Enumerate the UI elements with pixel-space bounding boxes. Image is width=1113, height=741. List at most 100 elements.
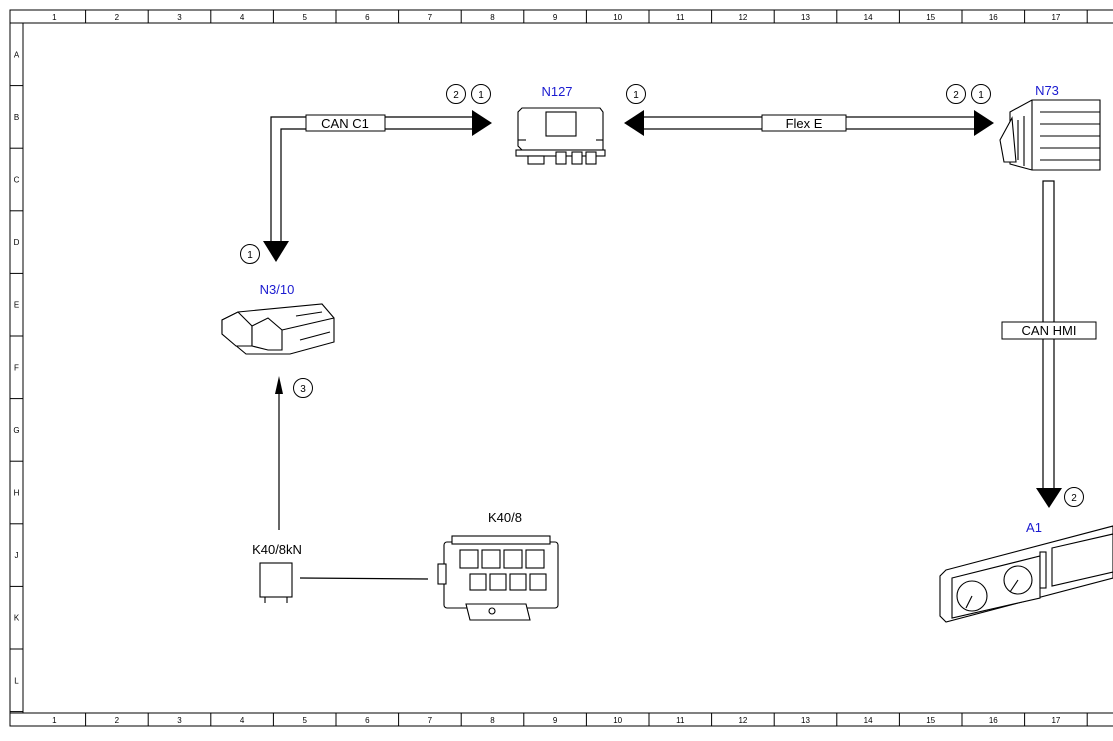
grid-column-label: 11 (676, 13, 685, 22)
arrow-to-n3-10-icon (263, 241, 289, 262)
flex-e-label-box (761, 114, 847, 132)
can-hmi-connection[interactable]: CAN HMI (1001, 180, 1097, 508)
grid-column-label: 2 (115, 13, 120, 22)
grid-column-label: 12 (738, 716, 747, 725)
grid-column-label: 16 (989, 716, 998, 725)
grid-column-label: 10 (613, 13, 622, 22)
grid-column-label: 16 (989, 13, 998, 22)
k40-8kn-to-n3-10-line[interactable] (275, 376, 283, 530)
flex-e-connection[interactable]: Flex E (624, 110, 994, 136)
k40-8-label: K40/8 (488, 510, 522, 525)
grid-column-label: 4 (240, 13, 245, 22)
grid-column-label: 3 (177, 716, 182, 725)
component-k40-8kn[interactable]: K40/8kN (252, 542, 302, 603)
flex-e-label: Flex E (786, 116, 823, 131)
a1-label: A1 (1026, 520, 1042, 535)
grid-rows-left: A B C D E F G H J K L (10, 50, 23, 713)
grid-column-label: 13 (801, 13, 810, 22)
a1-instrument-cluster-icon (939, 525, 1113, 623)
n3-10-module-icon (221, 303, 335, 355)
marker-n127-left-1: 1 (471, 84, 491, 104)
can-c1-label: CAN C1 (321, 116, 369, 131)
svg-text:2: 2 (453, 90, 459, 101)
n127-module-icon (515, 107, 606, 165)
arrow-to-n127-right-icon (624, 110, 644, 136)
grid-row-label: L (14, 676, 19, 685)
grid-column-label: 7 (428, 716, 433, 725)
svg-text:1: 1 (247, 250, 253, 261)
grid-row-label: F (14, 363, 19, 372)
marker-n127-left-2: 2 (446, 84, 466, 104)
grid-column-label: 2 (115, 716, 120, 725)
grid-column-label: 17 (1051, 716, 1060, 725)
svg-text:2: 2 (953, 90, 959, 101)
component-a1[interactable]: A1 (939, 520, 1113, 623)
grid-row-label: G (13, 426, 19, 435)
grid-column-label: 8 (490, 13, 495, 22)
grid-column-label: 1 (52, 13, 57, 22)
arrow-to-a1-icon (1036, 488, 1062, 508)
grid-row-label: H (14, 489, 20, 498)
n73-label: N73 (1035, 83, 1059, 98)
can-hmi-label: CAN HMI (1022, 323, 1077, 338)
grid-column-label: 15 (926, 13, 935, 22)
grid-column-label: 14 (864, 716, 873, 725)
grid-row-label: K (14, 614, 20, 623)
svg-text:3: 3 (300, 384, 306, 395)
component-k40-8[interactable]: K40/8 (437, 510, 559, 621)
arrow-to-n73-icon (974, 110, 994, 136)
grid-column-label: 3 (177, 13, 182, 22)
can-c1-label-box (305, 114, 386, 132)
grid-row-label: B (14, 113, 19, 122)
grid-column-label: 5 (302, 13, 307, 22)
marker-n3-10-bottom-3: 3 (293, 378, 313, 398)
grid-column-label: 14 (864, 13, 873, 22)
arrow-to-n127-icon (472, 110, 492, 136)
svg-text:1: 1 (633, 90, 639, 101)
n73-module-icon (999, 99, 1101, 171)
component-n73[interactable]: N73 (999, 83, 1101, 171)
marker-n127-right-1: 1 (626, 84, 646, 104)
drawing-frame (9, 9, 1113, 727)
grid-row-label: E (14, 301, 19, 310)
component-n127[interactable]: N127 (515, 84, 606, 165)
arrow-up-icon (275, 376, 283, 394)
grid-column-label: 9 (553, 13, 558, 22)
grid-column-label: 4 (240, 716, 245, 725)
svg-text:1: 1 (978, 90, 984, 101)
grid-column-label: 12 (738, 13, 747, 22)
n127-label: N127 (541, 84, 572, 99)
grid-column-label: 8 (490, 716, 495, 725)
svg-text:2: 2 (1071, 493, 1077, 504)
marker-a1-2: 2 (1064, 487, 1084, 507)
grid-row-label: J (15, 551, 19, 560)
component-n3-10[interactable]: N3/10 (221, 282, 335, 355)
grid-column-label: 17 (1051, 13, 1060, 22)
grid-column-label: 11 (676, 716, 685, 725)
marker-n3-10-top-1: 1 (240, 244, 260, 264)
can-c1-connection[interactable]: CAN C1 (263, 110, 492, 262)
svg-text:1: 1 (478, 90, 484, 101)
n3-10-label: N3/10 (260, 282, 295, 297)
k40-8-fuse-box-icon (437, 535, 559, 621)
grid-row-label: C (14, 176, 20, 185)
grid-column-label: 13 (801, 716, 810, 725)
grid-column-label: 1 (52, 716, 57, 725)
grid-column-label: 6 (365, 13, 370, 22)
k40-8kn-relay-icon (259, 562, 293, 603)
can-hmi-label-box (1001, 321, 1097, 340)
grid-column-label: 10 (613, 716, 622, 725)
marker-n73-1: 1 (971, 84, 991, 104)
grid-column-label: 5 (302, 716, 307, 725)
k40-8kn-label: K40/8kN (252, 542, 302, 557)
k40-8kn-to-k40-8-line[interactable] (299, 577, 429, 580)
grid-row-label: D (14, 238, 20, 247)
grid-column-label: 9 (553, 716, 558, 725)
grid-column-label: 15 (926, 716, 935, 725)
marker-n73-2: 2 (946, 84, 966, 104)
grid-column-label: 6 (365, 716, 370, 725)
grid-row-label: A (14, 50, 20, 59)
